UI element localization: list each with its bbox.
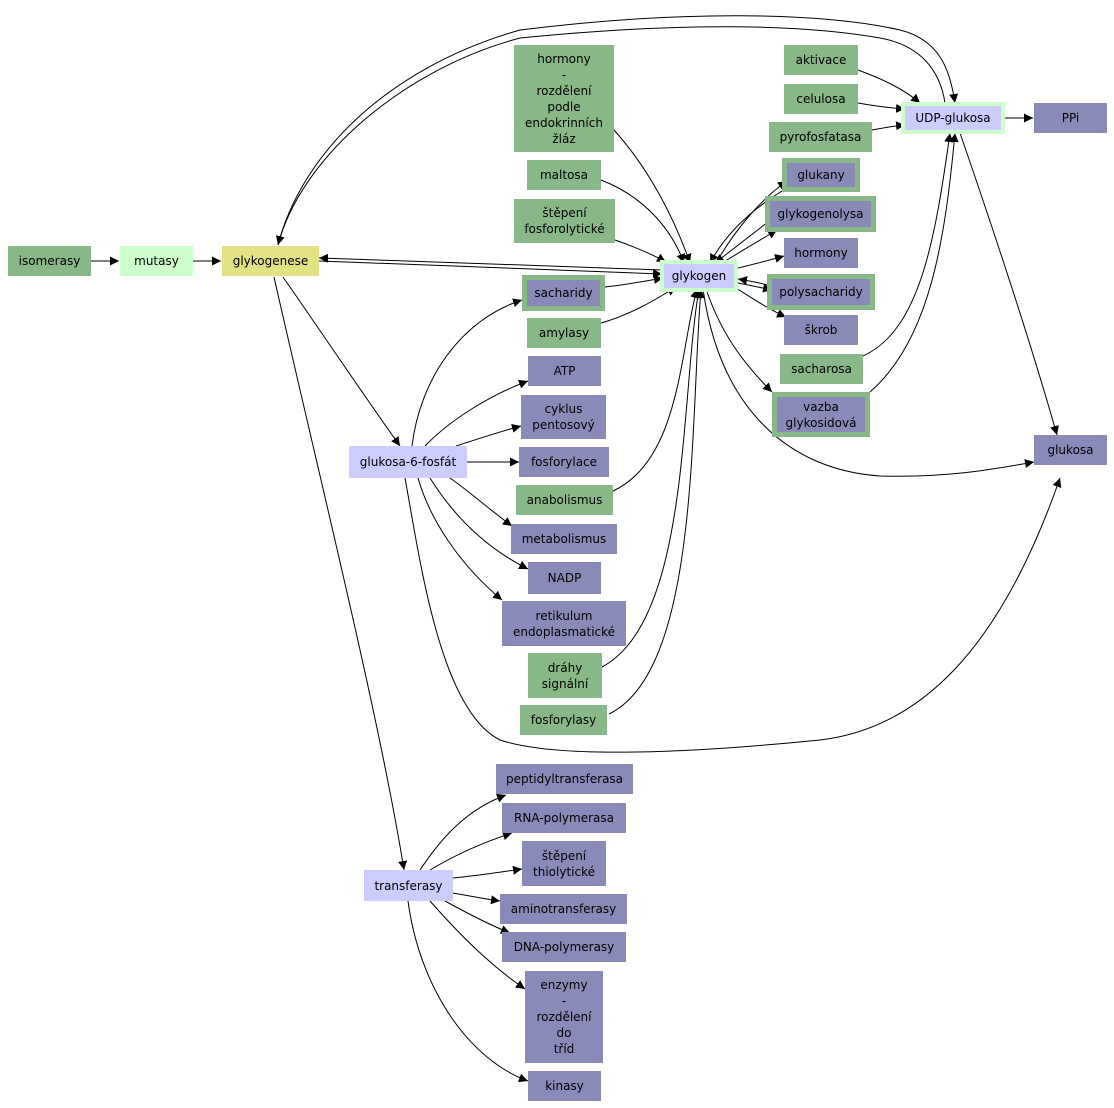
node-kinasy: kinasy <box>528 1071 601 1101</box>
edge-g6p-metabolismus <box>449 477 513 527</box>
edge-glykogen-glykogenese <box>318 253 663 271</box>
edge-sacharidy-glykogen <box>604 275 664 288</box>
node-celulosa: celulosa <box>784 84 858 114</box>
node-atp: ATP <box>528 356 601 386</box>
node-anabolismus: anabolismus <box>516 485 613 515</box>
node-maltosa: maltosa <box>527 160 601 190</box>
node-nadp: NADP <box>528 562 601 594</box>
node-drahy-signalni: dráhy signální <box>528 653 602 698</box>
edge-glykogen-polysacharidy <box>737 282 773 293</box>
node-aktivace: aktivace <box>784 45 858 75</box>
edge-transf-rna <box>429 831 513 871</box>
edge-anabolismus-glykogen <box>612 288 699 492</box>
edge-glykogenese-transferasy <box>273 276 408 871</box>
node-aminotransferasy: aminotransferasy <box>500 894 627 924</box>
node-udp-glukosa: UDP-glukosa <box>905 106 1001 130</box>
edge-amylasy-glykogen <box>600 286 677 324</box>
edge-glykogenese-glykogen <box>318 260 663 279</box>
node-rna-polymerasa: RNA-polymerasa <box>502 803 626 833</box>
node-vazba-glykosidova: vazba glykosidová <box>777 397 865 432</box>
edge-transf-peptidyl <box>419 793 507 871</box>
node-retikulum: retikulum endoplasmatické <box>502 601 626 646</box>
edge-pyrofosfatasa-udp <box>871 121 906 131</box>
edge-udp-glykogenese <box>275 26 946 246</box>
edge-maltosa-glykogen <box>600 179 686 264</box>
node-glukosa-6-fosfat: glukosa-6-fosfát <box>349 446 467 478</box>
edge-transf-thiolyt <box>452 865 523 879</box>
edge-g6p-cyklus <box>455 423 522 447</box>
edge-glykogen-skrob <box>735 287 787 318</box>
node-sacharosa: sacharosa <box>780 354 863 384</box>
edge-glykogen-glukany <box>715 180 788 264</box>
edge-g6p-nadp <box>429 477 529 570</box>
node-pyrofosfatasa: pyrofosfatasa <box>769 122 872 152</box>
edge-celulosa-udp <box>857 102 906 113</box>
edge-transf-amino <box>452 892 501 905</box>
edge-glykogenolysa-glykogen <box>714 221 769 264</box>
edge-sacharosa-udp <box>862 132 954 357</box>
edge-g6p-atp <box>424 379 529 447</box>
node-glykogen: glykogen <box>664 264 734 288</box>
edge-g6p-sacharidy <box>411 298 523 447</box>
edge-stepeni-glykogen <box>614 239 667 263</box>
edge-udp-glukosa <box>959 132 1059 436</box>
node-mutasy: mutasy <box>120 246 193 276</box>
edge-drahy-glykogen <box>601 288 702 668</box>
edge-g6p-glukosa <box>404 477 1062 753</box>
edge-hormonyrozd-glykogen <box>613 129 692 264</box>
edge-transf-kinasy <box>407 900 529 1083</box>
node-enzymy-rozdeleni: enzymy - rozdělení do tříd <box>525 971 603 1063</box>
node-glykogenese: glykogenese <box>222 246 319 276</box>
node-hormony-rozdeleni: hormony - rozdělení podle endokrinních ž… <box>514 45 614 152</box>
node-peptidyltransferasa: peptidyltransferasa <box>496 764 633 794</box>
edge-transf-enzymy <box>429 900 526 990</box>
node-ppi: PPi <box>1034 103 1107 133</box>
node-amylasy: amylasy <box>527 318 601 348</box>
node-cyklus-pentosovy: cyklus pentosový <box>521 395 606 439</box>
node-glykogenolysa: glykogenolysa <box>770 201 871 227</box>
node-stepeni-fosforolyticke: štěpení fosforolytické <box>514 199 615 243</box>
node-isomerasy: isomerasy <box>8 246 91 276</box>
edge-glykogen-glykogenolysa <box>721 229 778 264</box>
node-fosforylace: fosforylace <box>519 447 609 477</box>
node-glukosa: glukosa <box>1034 435 1107 465</box>
edge-aktivace-udp <box>857 69 921 104</box>
edge-g6p-retikulum <box>417 477 503 601</box>
node-hormony: hormony <box>784 238 858 268</box>
edge-glykogenese-g6p <box>282 276 401 447</box>
node-stepeni-thiolyticke: štěpení thiolytické <box>522 841 606 886</box>
edge-glykogen-vazba <box>705 288 773 393</box>
edge-glykogenese-udp <box>277 15 959 246</box>
edge-vazba-udp <box>869 132 959 393</box>
node-polysacharidy: polysacharidy <box>772 279 870 305</box>
node-skrob: škrob <box>784 315 858 345</box>
node-metabolismus: metabolismus <box>511 524 617 554</box>
node-sacharidy: sacharidy <box>527 280 600 306</box>
node-transferasy: transferasy <box>364 870 453 901</box>
edge-glykogen-glukosa <box>702 288 1035 477</box>
node-fosforylasy: fosforylasy <box>520 705 607 735</box>
node-glukany: glukany <box>787 163 855 187</box>
edge-glykogen-hormony <box>737 254 785 269</box>
edge-fosforylasy-glykogen <box>608 288 705 715</box>
node-dna-polymerasy: DNA-polymerasy <box>502 932 626 962</box>
edge-transf-dna <box>444 900 511 934</box>
